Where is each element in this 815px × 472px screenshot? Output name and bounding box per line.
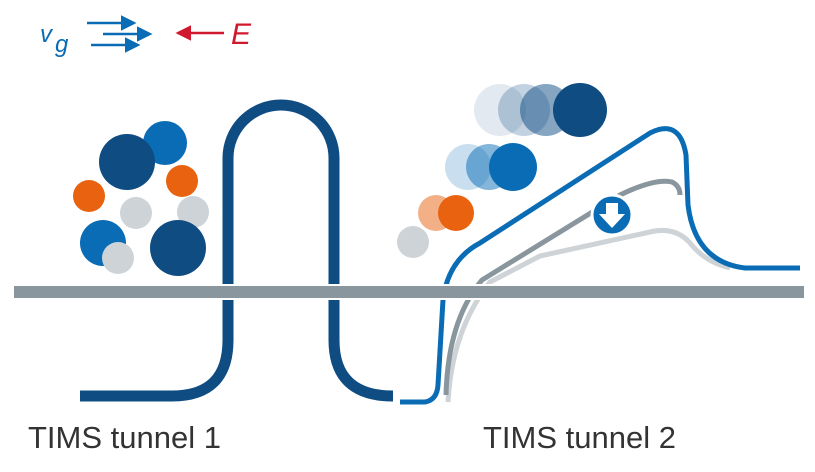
ion — [120, 197, 152, 229]
legend: v g E — [40, 15, 252, 58]
ion — [166, 165, 198, 197]
ion — [397, 226, 429, 258]
ion — [489, 143, 537, 191]
ion — [99, 134, 155, 190]
tunnel2-lowered-curve-light — [445, 227, 731, 403]
ion — [143, 121, 187, 165]
tunnel2-ions — [397, 83, 607, 258]
velocity-label: v — [40, 21, 54, 48]
ion — [73, 180, 105, 212]
tunnel2-label: TIMS tunnel 2 — [483, 420, 676, 455]
ion — [438, 195, 474, 231]
tunnel2-potential-curve — [400, 126, 800, 405]
tunnel1-ions — [73, 121, 209, 276]
velocity-subscript: g — [55, 31, 69, 58]
ion — [553, 83, 607, 137]
tunnel2-lowered-curve — [443, 178, 683, 396]
field-label: E — [231, 18, 252, 51]
ion — [150, 220, 206, 276]
ion — [177, 196, 209, 228]
tunnel1-potential-curve — [80, 99, 394, 402]
ion — [102, 242, 134, 274]
ion-trail — [474, 84, 526, 136]
tunnel1-label: TIMS tunnel 1 — [28, 420, 221, 455]
ramp-down-arrow-icon — [590, 193, 634, 237]
separator-bar — [14, 286, 804, 298]
